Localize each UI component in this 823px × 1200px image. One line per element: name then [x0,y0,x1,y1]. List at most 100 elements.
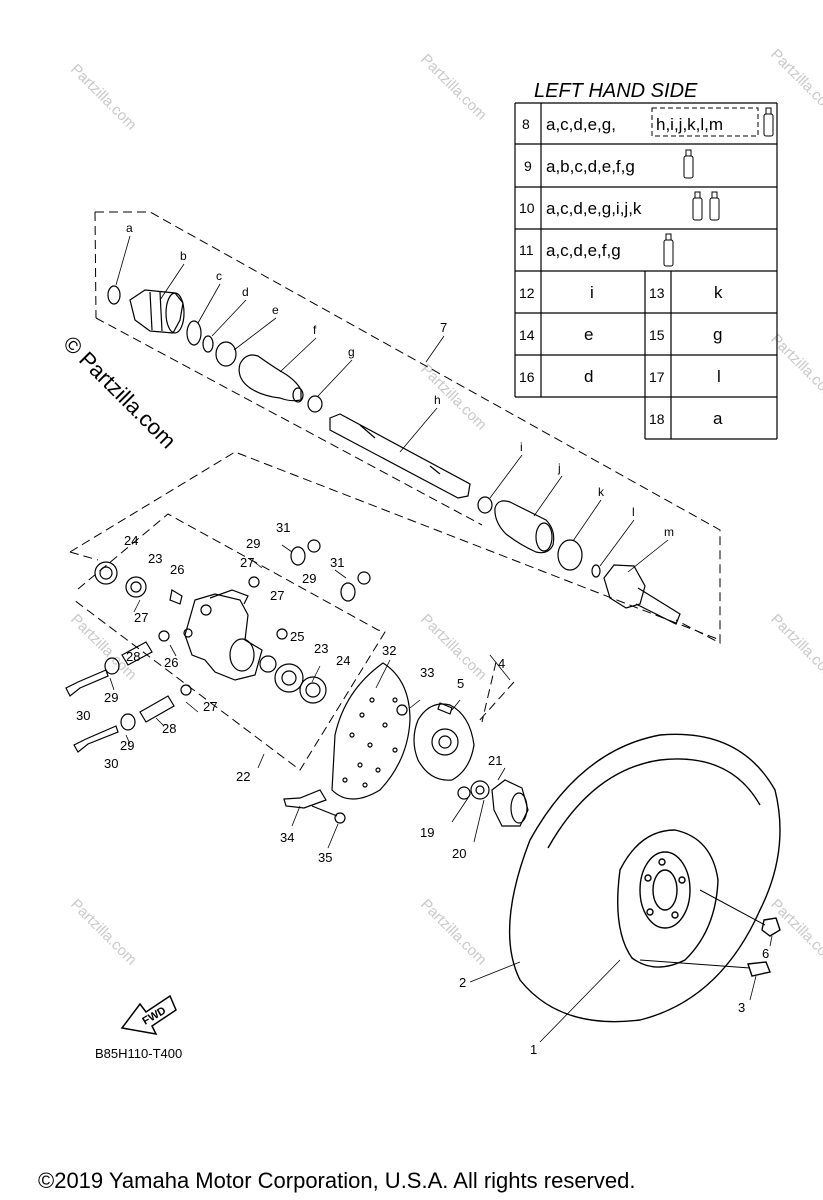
table-cell-value: i [590,283,594,302]
table-cell-number: 17 [649,369,665,385]
part-letter: i [520,440,523,454]
part-number: 2 [459,975,466,990]
diagram-code: B85H110-T400 [95,1046,182,1061]
part-letter: b [180,249,187,263]
watermark-main: © Partzilla.com [58,331,181,454]
bolt-5 [437,702,453,715]
part-number: 34 [280,830,294,845]
band-k [557,539,583,571]
part-number: 30 [76,708,90,723]
part-number: 27 [270,588,284,603]
rim-1 [617,829,719,968]
washer-29 [120,713,136,731]
bolt-30 [73,725,119,753]
tube-icon [763,107,774,137]
collar-27 [158,630,170,642]
table-cell-value: a [713,409,723,428]
bearing-24 [299,676,327,704]
table-cell-number: 15 [649,327,665,343]
part-number: 4 [498,656,505,671]
washer-29 [104,657,120,675]
washer-29 [340,582,356,602]
table-cell-number: 12 [519,285,535,301]
boot-f [238,354,302,402]
table-cell-value: l [717,367,721,386]
part-number: 29 [120,738,134,753]
band-e [215,341,237,367]
table-cell-number: 18 [649,411,665,427]
part-number: 24 [336,653,350,668]
watermark: Partzilla.com [417,51,490,124]
drive-shaft-assembly [107,285,681,625]
inner-joint-m [603,564,681,625]
knuckle-assembly [65,539,371,753]
watermark: Partzilla.com [767,46,823,119]
bearing-23 [125,576,147,598]
part-letter: c [216,269,222,283]
collar-27 [180,684,192,696]
tube-icon [683,149,694,179]
circlip-c [186,320,202,346]
watermark: Partzilla.com [767,611,823,684]
band-i [477,496,493,514]
nut-6 [761,917,781,937]
assembly-outlines [69,211,721,771]
cap-21 [491,779,529,827]
bearing-24 [94,561,118,585]
shaft-h [329,413,471,499]
bolt-35 [334,812,346,824]
knuckle [184,593,263,681]
part-number: 29 [246,536,260,551]
part-number: 24 [124,533,138,548]
bolt-33 [396,704,408,716]
table-row-number: 11 [519,242,534,258]
washer-19 [457,786,471,800]
plate-34 [283,789,327,809]
part-number: 25 [290,629,304,644]
table-cell-value: e [584,325,593,344]
table-row-number: 8 [522,116,530,132]
part-number: 6 [762,946,769,961]
ring-l [591,564,601,578]
part-letter: g [348,345,355,359]
band-d [202,335,214,353]
part-number: 27 [240,555,254,570]
part-letter: e [272,303,279,317]
leader-lines [109,235,773,1043]
part-letter: k [598,485,605,499]
part-letter: f [313,323,317,337]
part-number: 28 [162,721,176,736]
part-number: 26 [164,655,178,670]
tube-icon [692,191,703,221]
table-cell-value: g [713,325,722,344]
nut-31 [357,571,371,585]
copyright-footer: ©2019 Yamaha Motor Corporation, U.S.A. A… [38,1168,635,1193]
brake-disc-32 [331,662,411,800]
part-number: 33 [420,665,434,680]
bushing-28 [121,641,153,666]
table-cell-number: 16 [519,369,535,385]
table-cell-value: d [584,367,593,386]
bolt-26 [183,628,193,638]
part-number: 27 [134,610,148,625]
boot-j [494,500,555,554]
part-number: 23 [148,551,162,566]
collar-27 [248,576,260,588]
tire-2 [508,733,781,1023]
wheel-assembly [508,733,781,1023]
part-letter: m [664,525,674,539]
left-hand-side-table: LEFT HAND SIDE 8 a,c,d,e,g, h,i,j,k,l,m … [514,80,778,440]
collar-27 [276,628,288,640]
watermark: Partzilla.com [767,331,823,404]
hub-assembly [283,662,529,827]
table-cell-number: 13 [649,285,665,301]
washer-29 [290,546,306,566]
part-number: 20 [452,846,466,861]
outer-joint-b [129,289,185,334]
watermark: Partzilla.com [417,896,490,969]
table-cell-number: 14 [519,327,535,343]
bolt-30 [65,669,109,697]
part-number: 26 [170,562,184,577]
part-letter: l [632,505,635,519]
tube-icon [709,191,720,221]
